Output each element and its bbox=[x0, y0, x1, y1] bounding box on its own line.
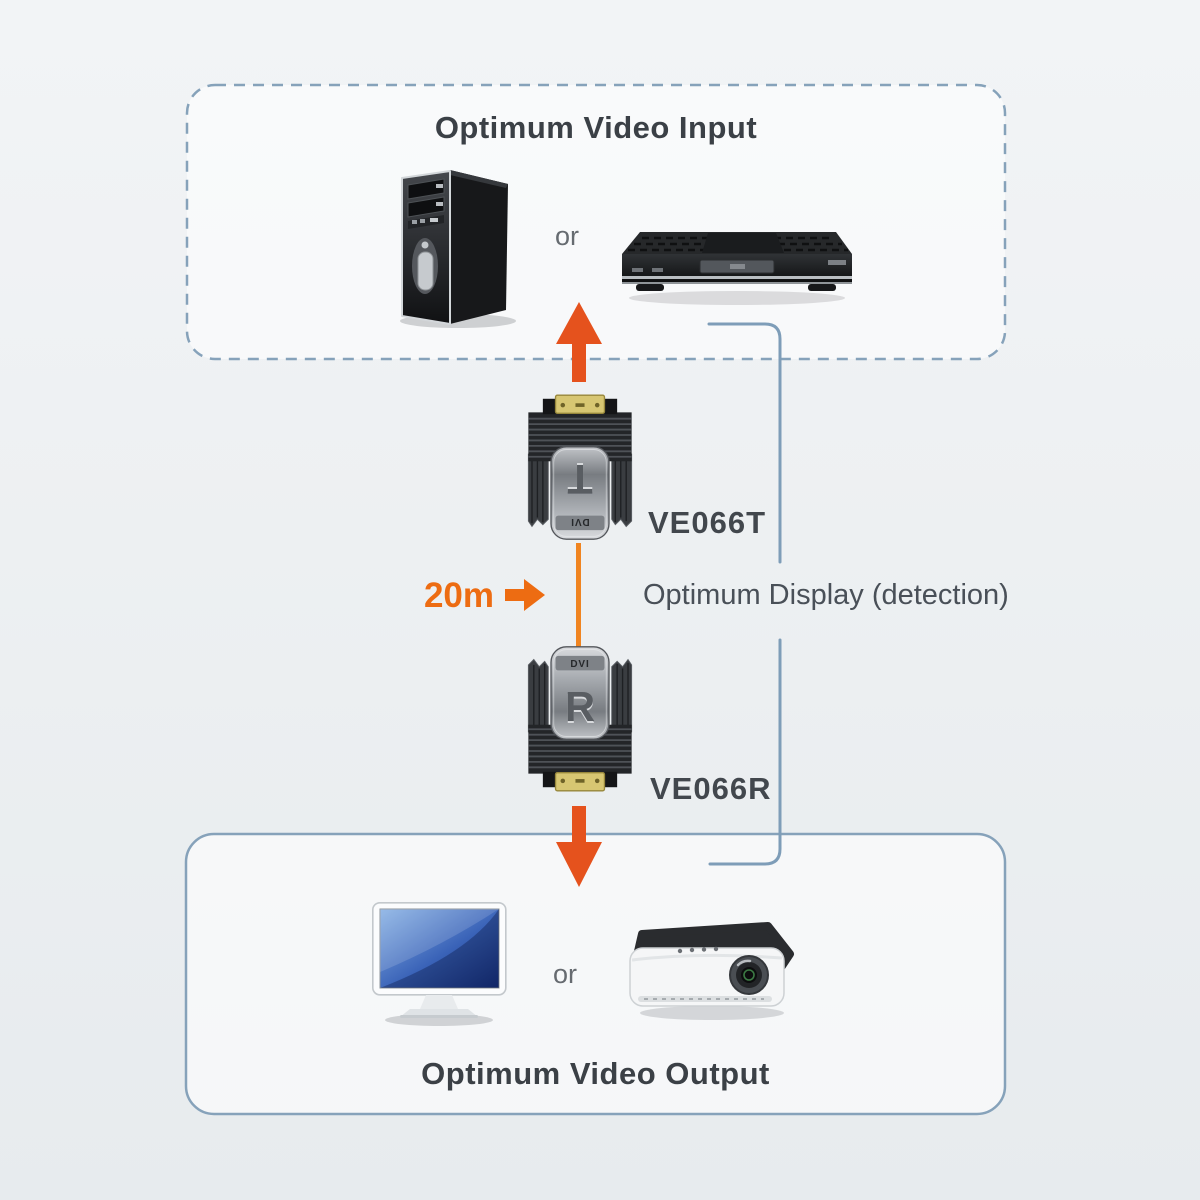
svg-text:T: T bbox=[567, 454, 592, 501]
receiver-label: VE066R bbox=[650, 771, 772, 806]
dvi-transmitter-icon: DVI T T bbox=[527, 394, 633, 540]
projector-icon bbox=[629, 922, 794, 1020]
receiver-letter-marking: R bbox=[565, 683, 595, 730]
input-box-border bbox=[185, 83, 1007, 361]
detection-label: Optimum Display (detection) bbox=[643, 579, 1009, 611]
transmitter-label: VE066T bbox=[648, 505, 767, 540]
right-arrow-icon bbox=[505, 579, 545, 611]
input-box-title: Optimum Video Input bbox=[434, 110, 758, 145]
detection-bracket bbox=[707, 322, 782, 866]
transmitter-letter-marking: T bbox=[567, 456, 592, 503]
svg-text:R: R bbox=[565, 685, 595, 732]
output-or-label: or bbox=[552, 959, 577, 989]
monitor-icon bbox=[372, 902, 507, 1026]
pc-tower-icon bbox=[400, 170, 516, 328]
transmitter-dvi-logo: DVI bbox=[570, 516, 589, 527]
input-or-label: or bbox=[554, 221, 579, 251]
up-arrow-icon bbox=[556, 302, 602, 382]
dvd-player-icon bbox=[622, 232, 852, 305]
receiver-dvi-logo: DVI bbox=[570, 659, 589, 670]
down-arrow-icon bbox=[556, 806, 602, 887]
distance-label: 20m bbox=[423, 576, 494, 615]
output-box-title: Optimum Video Output bbox=[421, 1056, 770, 1091]
dvi-receiver-icon: DVI R R bbox=[527, 646, 633, 792]
